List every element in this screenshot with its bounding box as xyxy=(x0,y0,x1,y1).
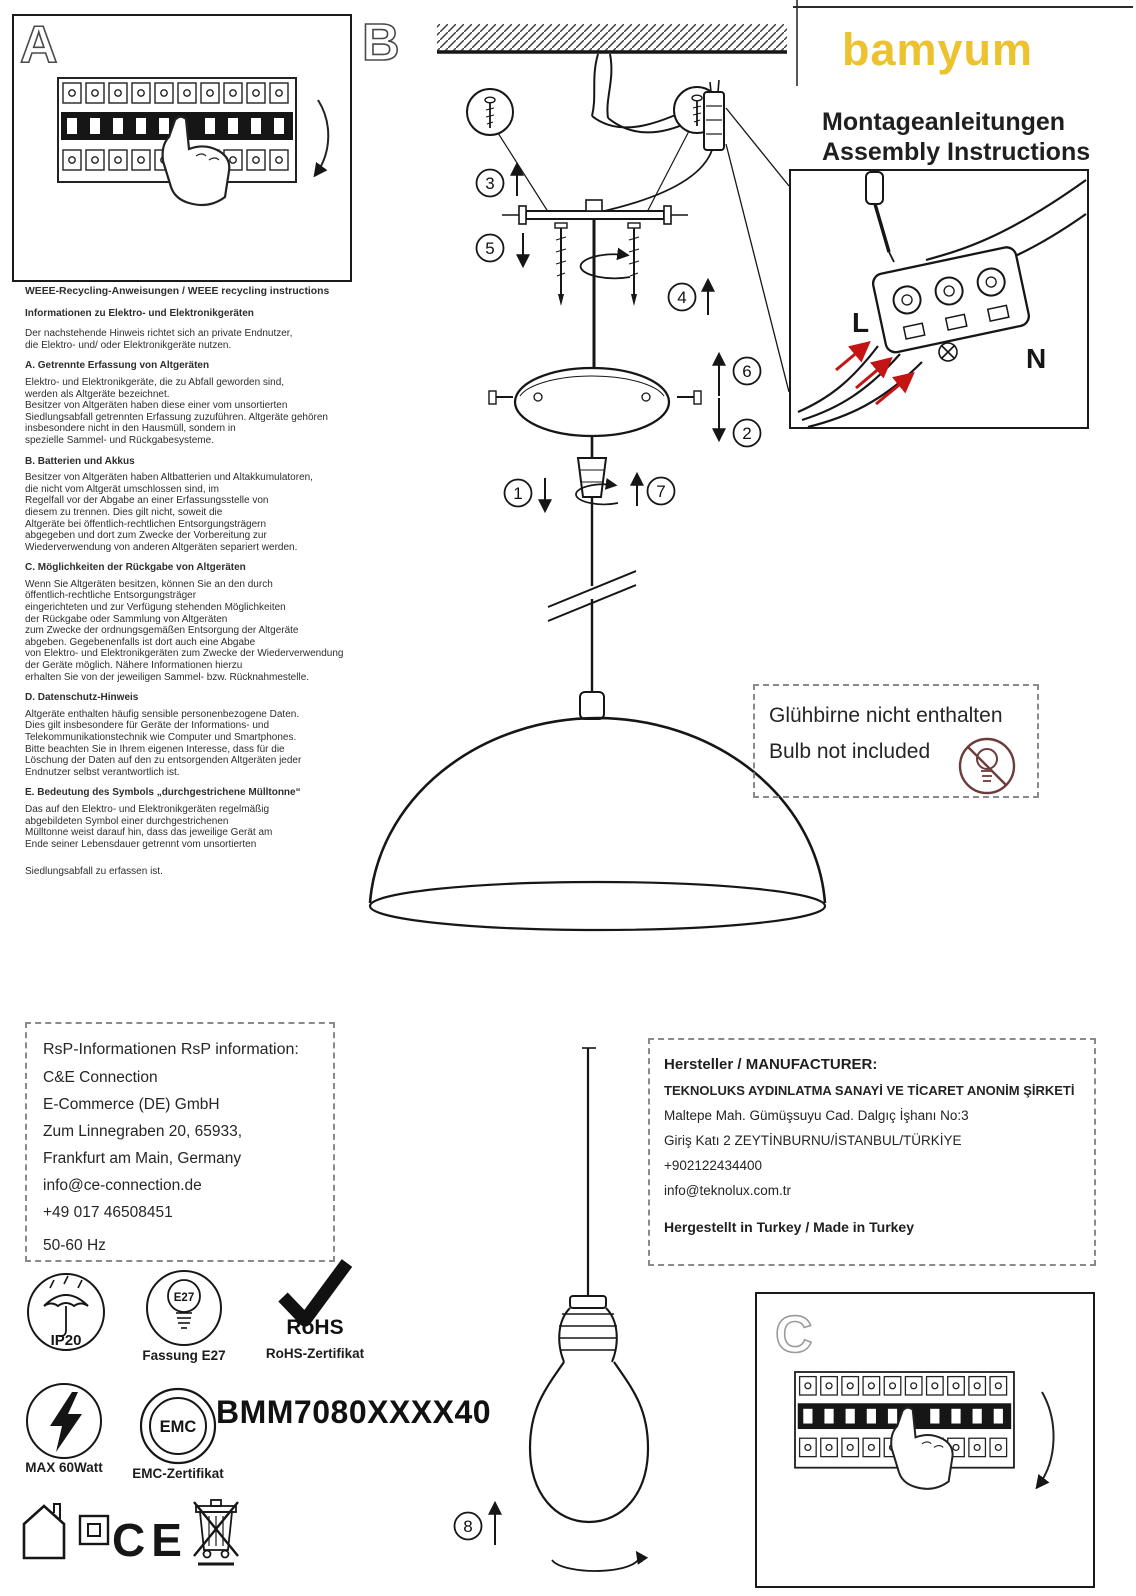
weee-body-b: Besitzer von Altgeräten haben Altbatteri… xyxy=(25,472,313,553)
section-letter-b: B xyxy=(362,14,400,72)
weee-heading-a: A. Getrennte Erfassung von Altgeräten xyxy=(25,360,210,372)
rsp-title: RsP-Informationen RsP information: xyxy=(43,1041,299,1058)
panel-a-frame xyxy=(12,14,352,282)
brand-logo: bamyum xyxy=(842,24,1034,75)
mounting-screw-right xyxy=(627,222,641,306)
manufacturer-address-1: Maltepe Mah. Gümüşsuyu Cad. Dalgıç İşhan… xyxy=(664,1108,969,1123)
max-watt-icon xyxy=(26,1383,102,1459)
weee-body-e: Das auf den Elektro- und Elektronikgerät… xyxy=(25,803,273,850)
screw-magnifier-left xyxy=(466,88,553,219)
emc-text: EMC xyxy=(160,1418,197,1436)
weee-bin-icon xyxy=(193,1499,239,1566)
weee-heading-c: C. Möglichkeiten der Rückgabe von Altger… xyxy=(25,562,246,574)
weee-body-c: Wenn Sie Altgeräten besitzen, können Sie… xyxy=(25,578,344,683)
ceiling-wires xyxy=(591,53,707,134)
ip20-text: IP20 xyxy=(51,1332,82,1349)
weee-heading-e: E. Bedeutung des Symbols „durchgestriche… xyxy=(25,787,301,799)
step-7-marker: 7 xyxy=(630,471,676,506)
svg-text:3: 3 xyxy=(485,174,494,193)
rsp-line: C&E Connection xyxy=(43,1069,158,1086)
screw-magnifier-right xyxy=(643,86,721,219)
rsp-line: +49 017 46508451 xyxy=(43,1204,173,1221)
rsp-frequency: 50-60 Hz xyxy=(43,1237,106,1254)
pendant-bulb-drawing: 8 xyxy=(453,1047,650,1572)
ip20-icon: IP20 xyxy=(27,1273,105,1351)
step-8-marker: 8 xyxy=(453,1500,502,1545)
manufacturer-address-2: Giriş Katı 2 ZEYTİNBURNU/İSTANBUL/TÜRKİY… xyxy=(664,1133,962,1148)
mounting-screw-left xyxy=(554,222,568,306)
max-watt-label: MAX 60Watt xyxy=(25,1460,103,1475)
doc-title-en: Assembly Instructions xyxy=(822,138,1091,166)
svg-text:6: 6 xyxy=(742,362,751,381)
svg-text:8: 8 xyxy=(463,1517,472,1536)
weee-recycling-section: WEEE-Recycling-Anweisungen / WEEE recycl… xyxy=(25,286,377,878)
step-3-marker: 3 xyxy=(475,161,524,198)
lightning-icon xyxy=(50,1392,82,1452)
cord-grip xyxy=(575,436,619,506)
made-in-label: Hergestellt in Turkey / Made in Turkey xyxy=(664,1219,914,1235)
svg-text:2: 2 xyxy=(742,424,751,443)
weee-subtitle: Informationen zu Elektro- und Elektronik… xyxy=(25,307,254,319)
weee-heading-b: B. Batterien und Akkus xyxy=(25,455,135,467)
bulb-note-de: Glühbirne nicht enthalten xyxy=(769,704,1003,727)
emc-cert-label: EMC-Zertifikat xyxy=(132,1466,224,1481)
svg-text:5: 5 xyxy=(485,239,494,258)
e27-text: E27 xyxy=(174,1292,194,1304)
rsp-line: info@ce-connection.de xyxy=(43,1177,202,1194)
svg-text:1: 1 xyxy=(513,484,522,503)
manufacturer-box: Hersteller / MANUFACTURER: TEKNOLUKS AYD… xyxy=(648,1038,1096,1266)
step-1-marker: 1 xyxy=(503,478,552,514)
step-2-marker: 2 xyxy=(712,398,762,448)
step-5-marker: 5 xyxy=(475,233,530,269)
bulb-note-en: Bulb not included xyxy=(769,740,931,763)
rsp-line: Zum Linnegraben 20, 65933, xyxy=(43,1123,243,1140)
bulb-not-included-box: Glühbirne nicht enthalten Bulb not inclu… xyxy=(753,684,1039,798)
manufacturer-phone: +902122434400 xyxy=(664,1158,762,1173)
ceiling-hatch xyxy=(437,24,787,54)
rohs-label: RoHS xyxy=(286,1316,344,1339)
emc-icon: EMC xyxy=(139,1387,217,1465)
doc-title-de: Montageanleitungen xyxy=(822,108,1066,136)
step-6-marker: 6 xyxy=(712,351,762,396)
weee-body-d: Altgeräte enthalten häufig sensible pers… xyxy=(25,708,302,778)
rsp-line: Frankfurt am Main, Germany xyxy=(43,1150,242,1167)
weee-title: WEEE-Recycling-Anweisungen / WEEE recycl… xyxy=(25,286,330,297)
weee-intro: Der nachstehende Hinweis richtet sich an… xyxy=(25,328,293,351)
ceiling-canopy xyxy=(488,366,702,438)
step-4-marker: 4 xyxy=(667,277,715,315)
manufacturer-email: info@teknolux.com.tr xyxy=(664,1183,792,1198)
terminal-connector xyxy=(599,79,790,393)
model-number: BMM7080XXXX40 xyxy=(216,1394,492,1430)
double-insulation-icon xyxy=(78,1514,110,1546)
rsp-info-box: RsP-Informationen RsP information: C&E C… xyxy=(25,1022,335,1262)
weee-body-a: Elektro- und Elektronikgeräte, die zu Ab… xyxy=(25,376,328,446)
pendant-cable xyxy=(547,497,637,692)
manufacturer-name: TEKNOLUKS AYDINLATMA SANAYİ VE TİCARET A… xyxy=(664,1083,1075,1098)
house-icon xyxy=(22,1503,66,1560)
terminal-detail-frame xyxy=(789,169,1089,429)
svg-text:7: 7 xyxy=(656,482,665,501)
weee-footer: Siedlungsabfall zu erfassen ist. xyxy=(25,866,163,878)
socket-label: Fassung E27 xyxy=(142,1348,226,1363)
ce-mark: CE xyxy=(112,1514,188,1566)
panel-c-frame xyxy=(755,1292,1095,1588)
rohs-check-icon xyxy=(278,1259,353,1327)
svg-text:4: 4 xyxy=(677,288,686,307)
rohs-cert-label: RoHS-Zertifikat xyxy=(265,1346,365,1361)
rsp-line: E-Commerce (DE) GmbH xyxy=(43,1096,220,1113)
weee-heading-d: D. Datenschutz-Hinweis xyxy=(25,692,139,704)
manufacturer-title: Hersteller / MANUFACTURER: xyxy=(664,1056,878,1073)
mounting-bracket xyxy=(502,199,688,369)
e27-socket-icon: E27 xyxy=(146,1270,222,1346)
